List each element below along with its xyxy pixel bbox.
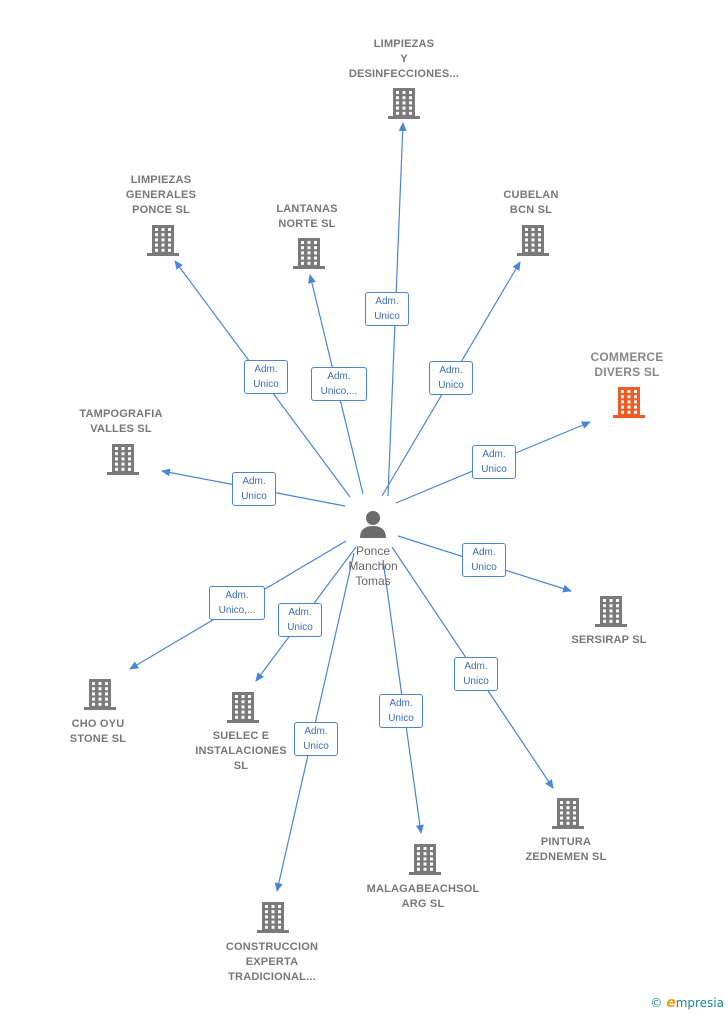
commerce-divers-building-icon[interactable] bbox=[613, 387, 645, 418]
role-badge-limpiezas-generales[interactable]: Adm. Unico bbox=[244, 360, 288, 394]
role-badge-commerce-divers[interactable]: Adm. Unico bbox=[472, 445, 516, 479]
company-label-construccion-experta[interactable]: CONSTRUCCION EXPERTA TRADICIONAL... bbox=[225, 941, 319, 983]
role-badge-construccion-experta[interactable]: Adm. Unico bbox=[294, 722, 338, 756]
lantanas-norte-building-icon[interactable] bbox=[293, 238, 325, 269]
limpiezas-generales-building-icon[interactable] bbox=[147, 225, 179, 256]
person-body bbox=[360, 526, 386, 538]
limpiezas-desinfecciones-building-icon[interactable] bbox=[388, 88, 420, 119]
company-label-sersirap[interactable]: SERSIRAP SL bbox=[571, 634, 647, 646]
empresia-watermark[interactable]: © empresia bbox=[650, 995, 724, 1011]
company-label-cho-oyu-stone[interactable]: CHO OYU STONE SL bbox=[69, 718, 127, 745]
role-badge-tampografia-valles[interactable]: Adm. Unico bbox=[232, 472, 276, 506]
company-label-lantanas-norte[interactable]: LANTANAS NORTE SL bbox=[276, 203, 338, 230]
copyright-symbol: © bbox=[650, 996, 663, 1010]
role-badge-cho-oyu-stone[interactable]: Adm. Unico,... bbox=[209, 586, 265, 620]
malagabeachsolarg-building-icon[interactable] bbox=[409, 844, 441, 875]
company-icons bbox=[84, 88, 645, 933]
brand-initial: e bbox=[666, 995, 676, 1011]
role-badge-suelec-instalaciones[interactable]: Adm. Unico bbox=[278, 603, 322, 637]
company-label-tampografia-valles[interactable]: TAMPOGRAFIA VALLES SL bbox=[79, 408, 163, 435]
role-badge-pintura-zednemen[interactable]: Adm. Unico bbox=[454, 657, 498, 691]
company-label-limpiezas-desinfecciones[interactable]: LIMPIEZAS Y DESINFECCIONES... bbox=[348, 38, 460, 80]
suelec-instalaciones-building-icon[interactable] bbox=[227, 692, 259, 723]
tampografia-valles-building-icon[interactable] bbox=[107, 444, 139, 475]
role-badge-malagabeachsolarg[interactable]: Adm. Unico bbox=[379, 694, 423, 728]
company-label-pintura-zednemen[interactable]: PINTURA ZEDNEMEN SL bbox=[525, 836, 607, 863]
edges bbox=[129, 122, 591, 892]
cubelan-bcn-building-icon[interactable] bbox=[517, 225, 549, 256]
center-person-name[interactable]: Ponce Manchon Tomas bbox=[348, 544, 398, 588]
role-badge-lantanas-norte[interactable]: Adm. Unico,... bbox=[311, 367, 367, 401]
cho-oyu-stone-building-icon[interactable] bbox=[84, 679, 116, 710]
company-label-cubelan-bcn[interactable]: CUBELAN BCN SL bbox=[503, 189, 559, 216]
sersirap-building-icon[interactable] bbox=[595, 596, 627, 627]
person-head bbox=[366, 511, 380, 525]
construccion-experta-building-icon[interactable] bbox=[257, 902, 289, 933]
company-label-suelec-instalaciones[interactable]: SUELEC E INSTALACIONES SL bbox=[195, 730, 287, 772]
brand-rest: mpresia bbox=[675, 996, 724, 1010]
company-label-malagabeachsolarg[interactable]: MALAGABEACHSOL ARG SL bbox=[366, 883, 480, 910]
company-label-commerce-divers[interactable]: COMMERCE DIVERS SL bbox=[590, 350, 664, 379]
pintura-zednemen-building-icon[interactable] bbox=[552, 798, 584, 829]
role-badge-sersirap[interactable]: Adm. Unico bbox=[462, 543, 506, 577]
company-label-limpiezas-generales[interactable]: LIMPIEZAS GENERALES PONCE SL bbox=[125, 174, 197, 216]
person-icon bbox=[360, 511, 386, 538]
role-badge-limpiezas-desinfecciones[interactable]: Adm. Unico bbox=[365, 292, 409, 326]
role-badge-cubelan-bcn[interactable]: Adm. Unico bbox=[429, 361, 473, 395]
